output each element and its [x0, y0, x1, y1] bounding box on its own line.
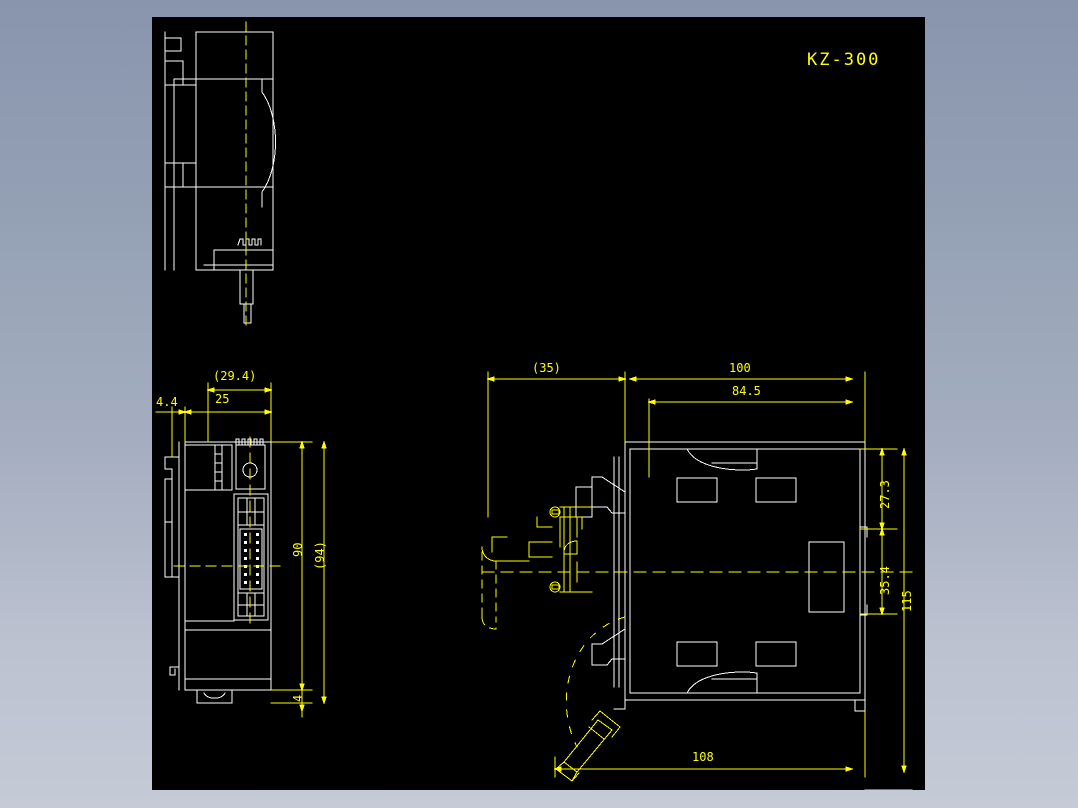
front-view-cable-arc [565, 616, 626, 748]
left-side-view-centerline [173, 436, 281, 628]
dim-84-5-label: 84.5 [732, 384, 761, 398]
dim-108-label: 108 [692, 750, 714, 764]
dim-100-label: 100 [729, 361, 751, 375]
dim-27-3-label: 27.3 [878, 480, 892, 509]
front-view-connector [481, 506, 593, 593]
left-view-dimensions [155, 382, 327, 718]
dim-90-label: 90 [291, 542, 305, 557]
dim-4-4-label: 4.4 [156, 395, 178, 409]
dim-94-label: (94) [313, 541, 327, 570]
front-view-geometry [575, 441, 868, 712]
dim-29-4-label: (29.4) [213, 369, 257, 383]
cad-drawing-svg [155, 21, 913, 790]
dim-4-label: 4 [291, 694, 305, 702]
front-view-dimensions [486, 371, 913, 790]
dim-35-4-label: 35.4 [878, 566, 892, 595]
drawing-title: KZ-300 [807, 50, 881, 70]
front-view-cable-plug [555, 710, 621, 782]
top-side-view-geometry [164, 31, 276, 324]
left-side-view-geometry [164, 438, 272, 704]
cad-canvas: KZ-300 (29.4) 25 4.4 90 (94) 4 (35) 100 … [152, 17, 925, 790]
dim-35-label: (35) [532, 361, 561, 375]
front-view-connector-hidden [481, 551, 497, 630]
dim-115-label: 115 [900, 590, 914, 612]
dim-25-label: 25 [215, 392, 230, 406]
